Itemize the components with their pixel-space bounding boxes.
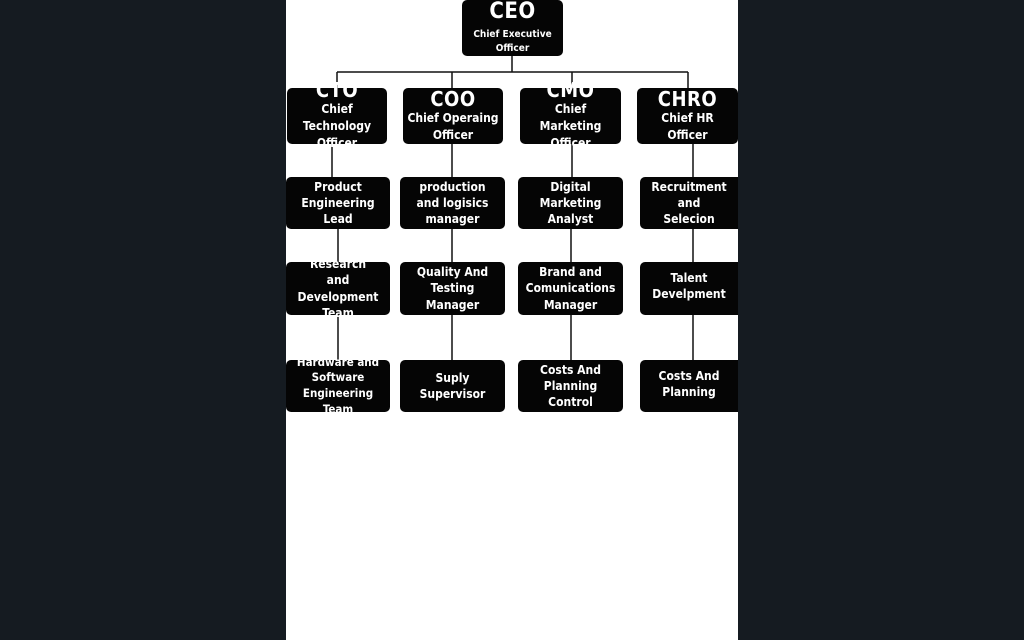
team-label: Digital Marketing Analyst (539, 179, 602, 227)
cto-abbr: CTO (315, 78, 359, 103)
connector-lines (331, 56, 694, 360)
chro-title: Chief HR Officer (661, 110, 714, 142)
team-label: Costs And Planning (658, 369, 720, 400)
team-box[interactable]: Product Engineering Lead (286, 177, 390, 229)
cmo-title: Chief Marketing Officer (539, 102, 602, 150)
coo-title: Chief Operaing Officer (407, 110, 499, 142)
team-label: Quality And Testing Manager (416, 265, 489, 312)
team-label: Recruitment and Selecion (651, 179, 727, 227)
ceo-abbr: CEO (489, 0, 536, 25)
ceo-title: Chief Executive Officer (473, 28, 552, 54)
org-chart-canvas: CEO Chief Executive Officer CTO Chief Te… (286, 0, 738, 640)
team-box[interactable]: production and logisics manager (400, 177, 505, 229)
cmo-box[interactable]: CMO Chief Marketing Officer (520, 80, 621, 150)
team-box[interactable]: Brand and Comunications Manager (518, 262, 623, 315)
team-box[interactable]: Costs And Planning Control (518, 360, 623, 412)
chro-box[interactable]: CHRO Chief HR Officer (637, 88, 738, 144)
ceo-box[interactable]: CEO Chief Executive Officer (462, 0, 563, 56)
team-box[interactable]: Quality And Testing Manager (400, 262, 505, 315)
coo-abbr: COO (430, 86, 476, 111)
team-box[interactable]: Costs And Planning (640, 360, 738, 412)
team-box[interactable]: Hardware and Software Engineering Team (286, 355, 390, 416)
team-box[interactable]: Digital Marketing Analyst (518, 177, 623, 229)
team-label: Brand and Comunications Manager (525, 265, 616, 312)
team-label: Suply Supervisor (419, 370, 486, 401)
cmo-abbr: CMO (546, 78, 595, 103)
team-box[interactable]: Suply Supervisor (400, 360, 505, 412)
team-label: Hardware and Software Engineering Team (296, 354, 380, 416)
chro-abbr: CHRO (657, 86, 718, 111)
team-label: production and logisics manager (416, 179, 489, 227)
team-label: Research and Development Team (297, 257, 379, 320)
team-box[interactable]: Talent Develpment (640, 262, 738, 315)
team-box[interactable]: Recruitment and Selecion (640, 177, 738, 229)
team-label: Costs And Planning Control (540, 362, 601, 410)
team-box[interactable]: Research and Development Team (286, 257, 390, 320)
cto-title: Chief Technology Officer (302, 102, 372, 150)
team-label: Talent Develpment (652, 271, 726, 302)
cto-box[interactable]: CTO Chief Technology Officer (287, 80, 387, 150)
coo-box[interactable]: COO Chief Operaing Officer (403, 88, 503, 144)
team-label: Product Engineering Lead (301, 179, 375, 227)
